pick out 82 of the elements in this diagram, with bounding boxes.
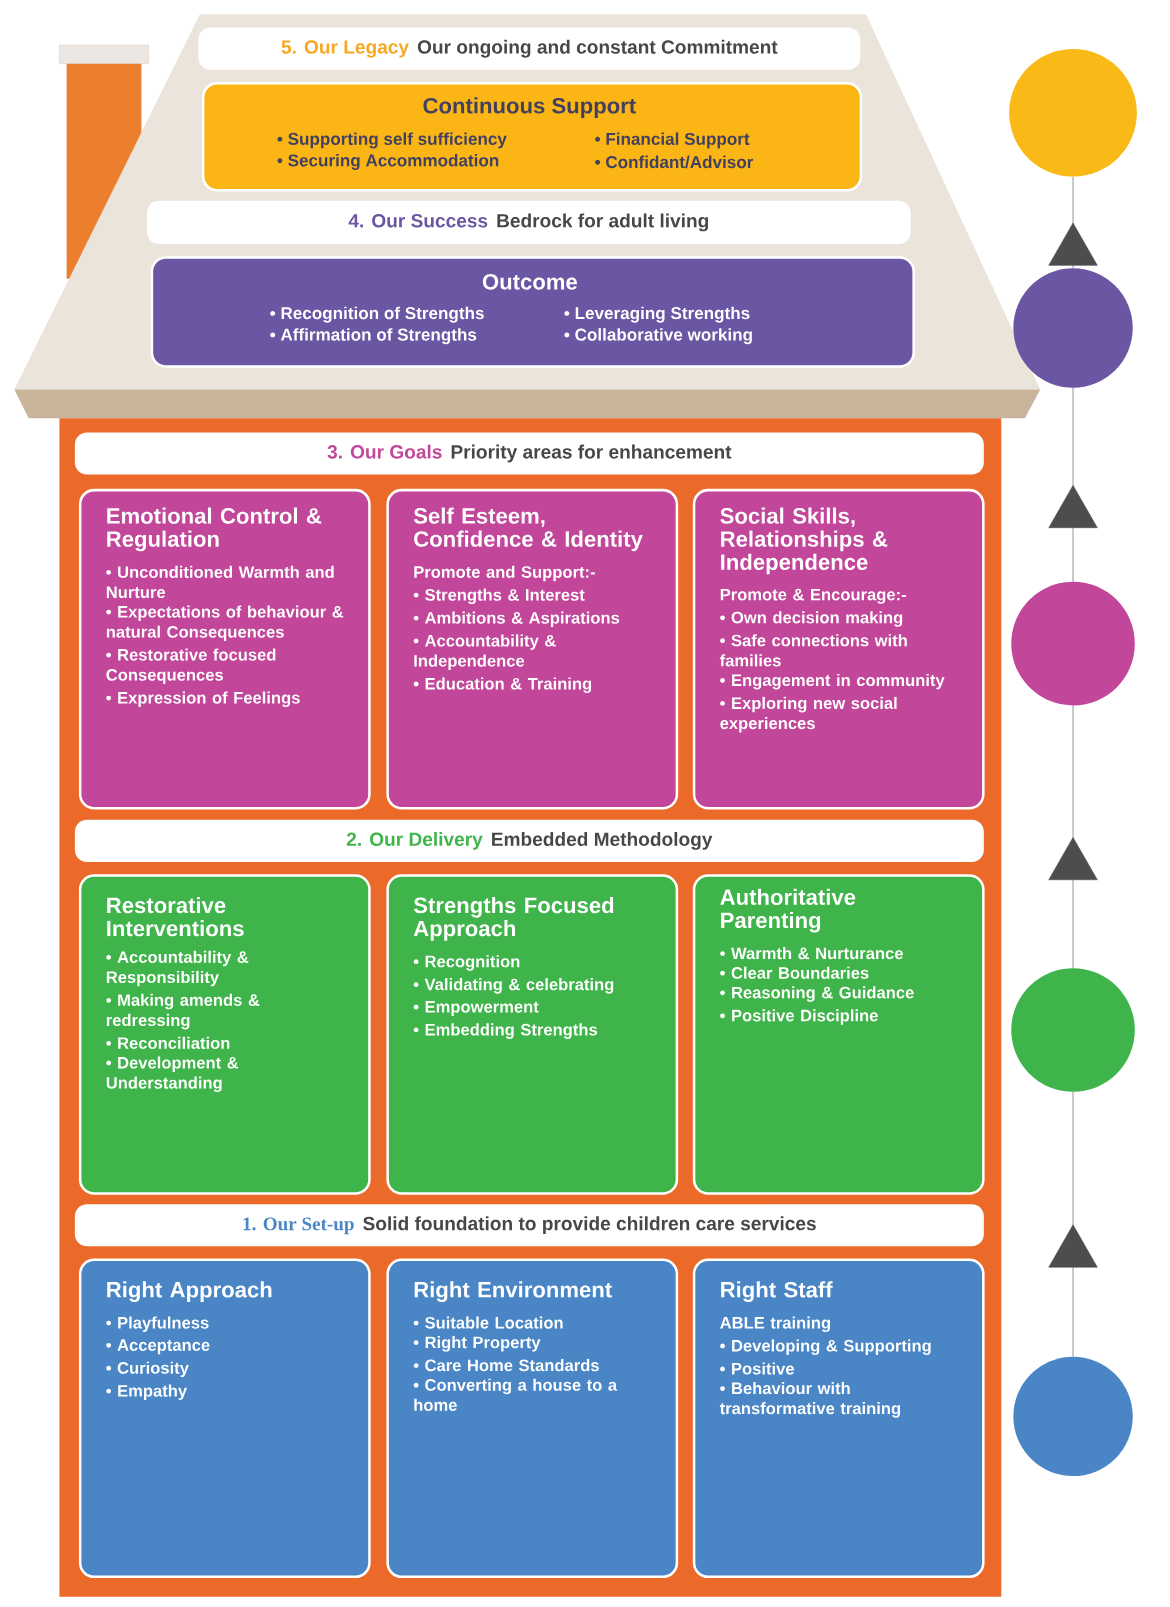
support-box	[201, 82, 863, 192]
box-text: • Development & Understanding	[106, 1056, 238, 1093]
box-heading: Right Environment	[414, 1281, 612, 1302]
box-text: • Strengths & Interest	[413, 588, 585, 605]
box-text: • Securing Accommodation	[277, 153, 499, 170]
box-text: • Recognition	[413, 955, 520, 971]
goal-box	[692, 488, 985, 810]
box-text: • Supporting self sufficiency	[277, 132, 507, 149]
box-heading: Right Approach	[107, 1281, 272, 1302]
box-text: • Behaviour with transformative training	[719, 1382, 900, 1418]
illustration-circle	[1011, 581, 1135, 706]
outcome-box	[150, 256, 915, 368]
box-text: • Engagement in community	[720, 673, 945, 690]
box-text: • Playfulness	[106, 1316, 209, 1332]
box-text: • Embedding Strengths	[413, 1023, 597, 1039]
goal-box	[386, 488, 678, 810]
goal-box	[78, 488, 371, 810]
box-text: Promote and Support:-	[414, 565, 595, 582]
illustration-circle	[1009, 48, 1137, 177]
box-text: • Financial Support	[595, 132, 750, 149]
box-heading: Self Esteem, Confidence & Identity	[413, 507, 643, 552]
box-text: • Curiosity	[106, 1361, 189, 1378]
illustration-circle	[1013, 1356, 1133, 1477]
box-text: • Clear Boundaries	[720, 966, 869, 979]
method-box	[78, 874, 371, 1195]
box-text: • Restorative focused Consequences	[106, 648, 276, 685]
arrow	[1048, 176, 1098, 269]
box-text: • Suitable Location	[413, 1316, 563, 1329]
box-heading: Social Skills, Relationships & Independence	[720, 507, 888, 575]
box-heading: Emotional Control & Regulation	[107, 507, 321, 552]
arrow	[1048, 1091, 1098, 1357]
illustration-circle	[1013, 268, 1133, 388]
arrow	[1048, 705, 1098, 969]
box-heading: Authoritative Parenting	[720, 888, 856, 933]
box-text: • Collaborative working	[564, 328, 752, 345]
box-text: • Positive	[720, 1362, 794, 1375]
method-box	[692, 874, 985, 1195]
box-text: • Accountability & Independence	[413, 634, 556, 670]
box-heading: Outcome	[482, 274, 577, 290]
box-heading: Strengths Focused Approach	[413, 896, 613, 941]
heading-band: 1. Our Set-up Solid foundation to provide children care services	[74, 1204, 984, 1247]
box-text: • Expression of Feelings	[106, 691, 300, 707]
box-text: • Affirmation of Strengths	[270, 328, 476, 345]
box-text: • Reasoning & Guidance	[720, 986, 914, 1002]
box-text: • Accountability & Responsibility	[106, 950, 249, 987]
heading-band: 3. Our Goals Priority areas for enhancement	[74, 432, 984, 475]
box-text: • Validating & celebrating	[413, 978, 613, 994]
box-text: • Empathy	[106, 1384, 187, 1400]
box-text: • Leveraging Strengths	[564, 306, 750, 323]
box-heading: Right Staff	[720, 1281, 833, 1302]
box-text: • Care Home Standards	[413, 1359, 599, 1372]
box-heading: Restorative Interventions	[107, 896, 244, 937]
box-text: • Recognition of Strengths	[270, 306, 484, 323]
box-text: • Education & Training	[413, 677, 591, 693]
box-text: • Expectations of behaviour & natural Consequences	[106, 605, 343, 642]
arrow	[1048, 387, 1098, 582]
box-text: • Empowerment	[413, 1001, 539, 1016]
box-text: • Right Property	[413, 1336, 541, 1352]
box-text: • Warmth & Nurturance	[720, 947, 903, 960]
heading-band: 4. Our Success Bedrock for adult living	[146, 200, 911, 244]
illustration-circle	[1011, 968, 1135, 1092]
foundation-box	[386, 1258, 678, 1579]
box-text: • Making amends & redressing	[106, 993, 260, 1030]
box-text: • Converting a house to a home	[413, 1378, 617, 1411]
box-text: ABLE training	[719, 1316, 830, 1332]
box-text: • Positive Discipline	[720, 1009, 878, 1025]
box-text: • Acceptance	[106, 1339, 210, 1355]
heading-band: 5. Our Legacy Our ongoing and constant Commitment	[198, 27, 861, 70]
box-text: • Ambitions & Aspirations	[413, 611, 619, 627]
box-text: • Own decision making	[720, 611, 902, 627]
heading-band: 2. Our Delivery Embedded Methodology	[74, 819, 984, 862]
method-box	[386, 874, 678, 1195]
box-text: • Reconciliation	[106, 1036, 230, 1049]
foundation-box	[692, 1258, 985, 1579]
box-text: • Exploring new social experiences	[720, 696, 897, 733]
foundation-box	[78, 1258, 371, 1579]
box-text: • Developing & Supporting	[720, 1339, 931, 1355]
box-heading: Continuous Support	[423, 97, 636, 118]
box-text: Promote & Encourage:-	[720, 588, 906, 604]
box-text: • Confidant/Advisor	[595, 155, 753, 169]
box-text: • Safe connections with families	[719, 634, 907, 667]
box-text: • Unconditioned Warmth and Nurture	[106, 565, 334, 599]
